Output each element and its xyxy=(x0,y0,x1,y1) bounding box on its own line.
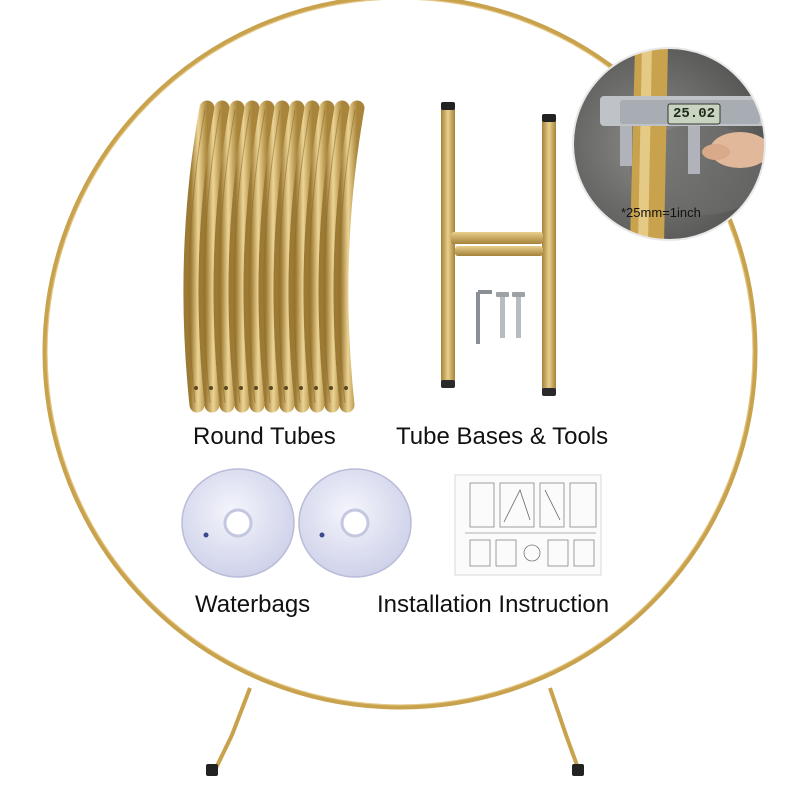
tube-connector-pin xyxy=(194,386,198,390)
round-tube xyxy=(273,100,305,413)
round-tube-edge xyxy=(248,109,266,404)
round-tube xyxy=(303,100,335,413)
tube-bases xyxy=(441,102,556,396)
round-tube xyxy=(243,100,275,413)
round-tube-edge xyxy=(338,109,356,404)
waterbag-1 xyxy=(181,468,295,578)
tube-connector-pin xyxy=(284,386,288,390)
arch-legs xyxy=(206,687,584,776)
caliper-reading: 25.02 xyxy=(673,106,716,122)
round-tube-edge xyxy=(308,109,326,404)
round-tube-edge xyxy=(218,109,236,404)
tube-connector-pin xyxy=(314,386,318,390)
round-tubes-bundle xyxy=(183,100,365,413)
round-tube-edge xyxy=(293,109,311,404)
tube-bases-tools-label: Tube Bases & Tools xyxy=(396,423,609,450)
round-tube xyxy=(198,100,230,413)
round-tube-edge xyxy=(203,109,221,404)
instruction-sheet xyxy=(454,474,602,576)
round-tube xyxy=(183,100,215,413)
tube-connector-pin xyxy=(344,386,348,390)
tube-connector-pin xyxy=(269,386,273,390)
round-tube xyxy=(288,100,320,413)
waterbag-2 xyxy=(298,468,412,578)
tube-connector-pin xyxy=(239,386,243,390)
round-tube xyxy=(318,100,350,413)
round-tube xyxy=(333,100,365,413)
tube-connector-pin xyxy=(299,386,303,390)
round-tube-edge xyxy=(233,109,251,404)
round-tube xyxy=(213,100,245,413)
tools xyxy=(476,290,525,344)
installation-instruction-label: Installation Instruction xyxy=(377,591,610,618)
unit-conversion-note: *25mm=1inch xyxy=(621,205,701,220)
round-tube xyxy=(228,100,260,413)
tube-connector-pin xyxy=(254,386,258,390)
round-tube-edge xyxy=(278,109,296,404)
round-tubes-label: Round Tubes xyxy=(193,423,336,450)
waterbags-label: Waterbags xyxy=(195,591,311,618)
tube-connector-pin xyxy=(224,386,228,390)
round-arch-frame xyxy=(42,0,758,710)
measurement-inset xyxy=(572,47,766,241)
tube-connector-pin xyxy=(329,386,333,390)
round-tube xyxy=(258,100,290,413)
round-tube-edge xyxy=(323,109,341,404)
round-tube-edge xyxy=(188,109,206,404)
tube-connector-pin xyxy=(209,386,213,390)
round-tube-edge xyxy=(263,109,281,404)
